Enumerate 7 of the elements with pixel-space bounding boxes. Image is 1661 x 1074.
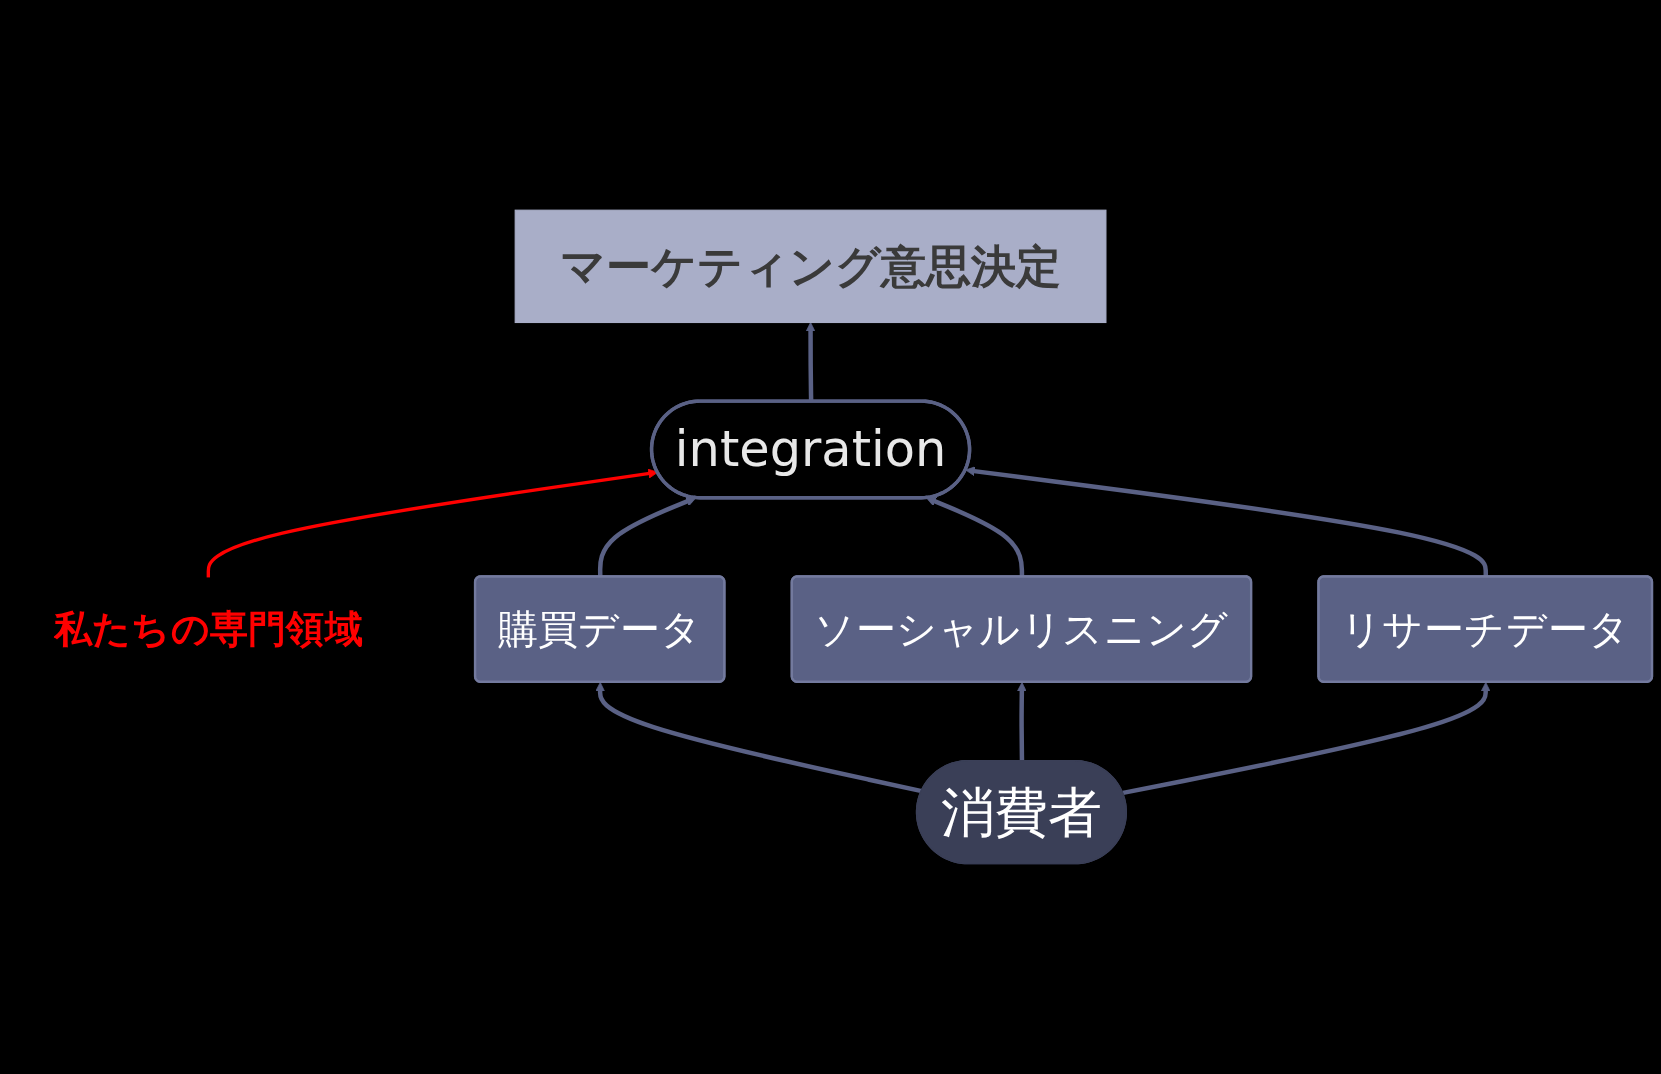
arrow	[597, 496, 696, 577]
arrow	[1122, 682, 1491, 796]
arrow	[926, 496, 1025, 577]
arrow	[965, 466, 1489, 577]
arrow	[805, 322, 816, 402]
node-box: マーケティング意思決定	[514, 209, 1107, 324]
arrow	[1016, 682, 1027, 762]
